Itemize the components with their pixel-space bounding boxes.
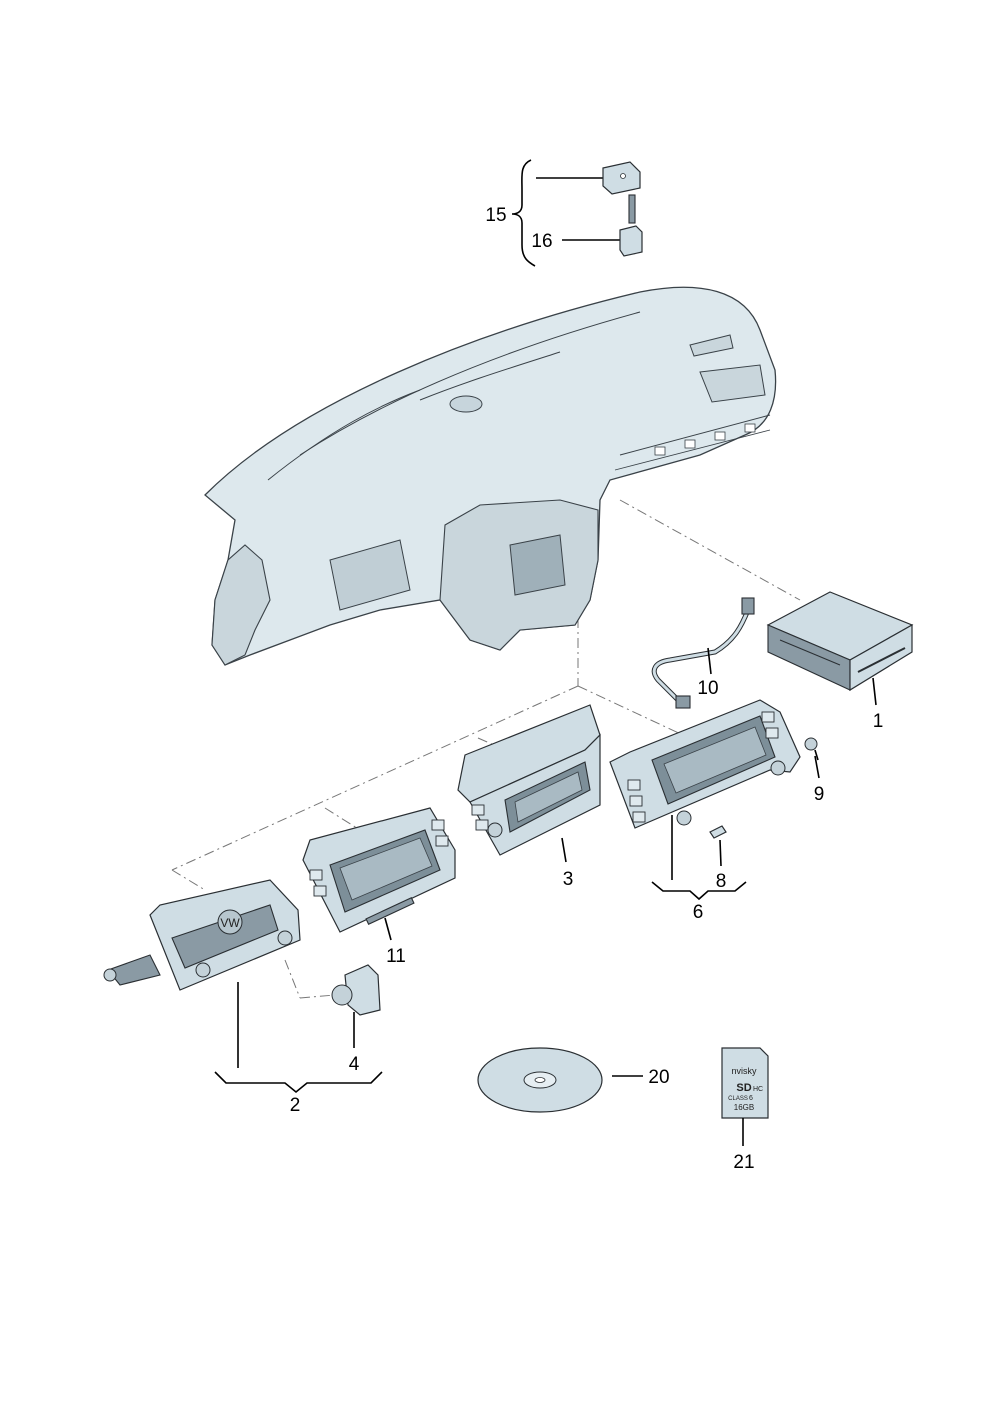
part-3-radio-unit	[457, 704, 601, 856]
part-1-media-unit	[766, 591, 914, 692]
part-11-radio-unit	[302, 807, 456, 933]
sd-card-logo: SD	[736, 1082, 751, 1094]
vw-logo-icon: VW	[220, 916, 240, 930]
dashboard-panel	[204, 286, 777, 666]
part-2-radio-unit: VW	[103, 879, 301, 991]
callout-2: 2	[290, 1095, 301, 1116]
part-21-sd-card: nvisky SD HC CLASS 6 16GB	[721, 1047, 769, 1119]
callout-16: 16	[531, 231, 552, 252]
callout-1: 1	[873, 711, 884, 732]
sd-card-class-label: CLASS	[728, 1096, 748, 1102]
part-10-cable	[651, 597, 755, 709]
callout-8: 8	[716, 871, 727, 892]
part-20-disc	[477, 1047, 603, 1113]
callout-21: 21	[733, 1152, 754, 1173]
leader-lines	[214, 647, 877, 1146]
callout-4: 4	[349, 1054, 360, 1075]
callout-9: 9	[814, 784, 825, 805]
callout-20: 20	[648, 1067, 669, 1088]
callout-3: 3	[563, 869, 574, 890]
sd-card-brand: nvisky	[731, 1066, 757, 1076]
part-8-clip	[709, 825, 727, 839]
part-4-holder	[331, 964, 381, 1016]
part-6-radio-unit	[609, 699, 801, 829]
part-9-screw	[804, 737, 819, 761]
part-15-16-antenna-module	[511, 159, 643, 267]
callout-11: 11	[386, 946, 406, 967]
callout-10: 10	[697, 678, 718, 699]
sd-card-class-value: 6	[749, 1095, 753, 1102]
callout-15: 15	[485, 205, 506, 226]
sd-card-capacity: 16GB	[734, 1103, 754, 1112]
callout-labels: 1 2 3 4 6 8 9 10 11 15 16 20 21	[290, 205, 884, 1173]
callout-6: 6	[693, 902, 704, 923]
sd-card-type: HC	[753, 1086, 763, 1093]
